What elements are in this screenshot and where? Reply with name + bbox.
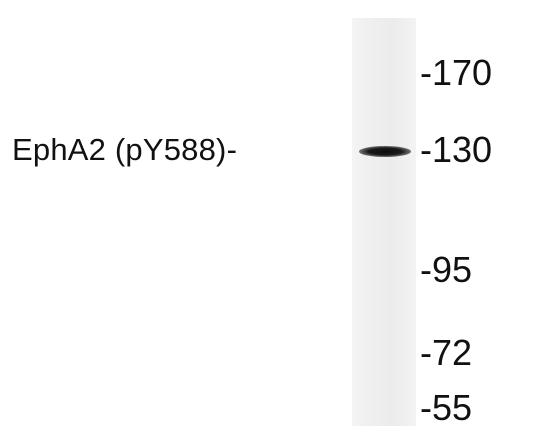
marker-72: -72: [420, 332, 473, 373]
protein-band: [359, 146, 411, 157]
blot-lane: [352, 18, 416, 426]
marker-170: -170: [420, 52, 493, 93]
marker-130: -130: [420, 129, 493, 170]
marker-55: -55: [420, 387, 473, 428]
band-label: EphA2 (pY588)-: [12, 132, 238, 167]
marker-95: -95: [420, 249, 473, 290]
